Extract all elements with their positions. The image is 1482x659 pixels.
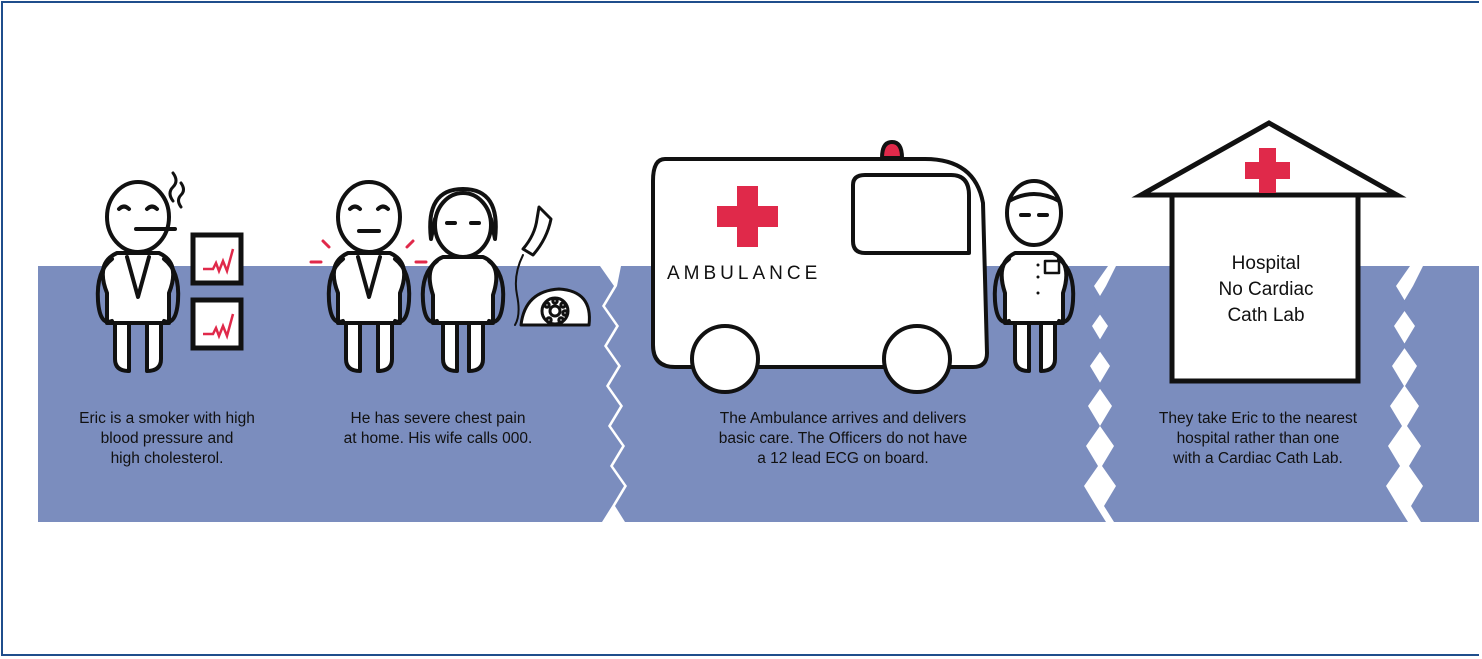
pain-marks — [309, 239, 428, 264]
telephone-icon — [514, 205, 591, 327]
hospital-cross — [1245, 148, 1290, 193]
story-scene — [38, 120, 1479, 522]
caption-panel-1: Eric is a smoker with high blood pressur… — [79, 410, 255, 467]
ambulance-cross — [717, 186, 778, 247]
band-panel-4 — [1401, 266, 1479, 522]
bp-monitor-icon — [190, 232, 244, 351]
ambulance-label: AMBULANCE — [667, 263, 822, 284]
man-pain-icon — [326, 180, 412, 373]
paramedic-icon — [992, 179, 1076, 373]
caption-panel-4: They take Eric to the nearest hospital r… — [1158, 410, 1358, 467]
caption-panel-3: The Ambulance arrives and delivers basic… — [718, 410, 968, 467]
siren-light — [880, 140, 904, 160]
wife-icon — [420, 187, 506, 373]
hospital-icon — [1131, 120, 1407, 384]
man-smoking-icon — [95, 171, 185, 373]
caption-panel-2: He has severe chest pain at home. His wi… — [343, 410, 533, 447]
hospital-label: Hospital No Cardiac Cath Lab — [1218, 253, 1314, 326]
ambulance-icon — [651, 140, 989, 394]
